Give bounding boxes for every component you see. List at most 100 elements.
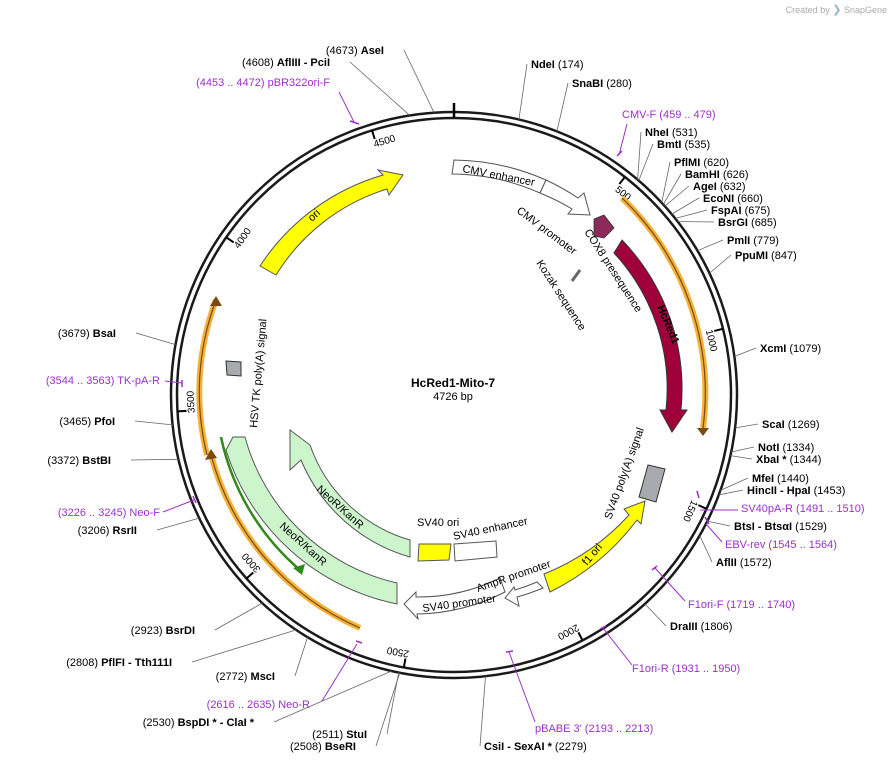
site-name: SnaBI [572, 78, 603, 90]
site-name: BspDI * [178, 717, 218, 729]
site-label: (2530) BspDI * - ClaI * [143, 717, 255, 729]
site-name: AgeI [693, 181, 717, 193]
tick-label: 4000 [232, 226, 254, 251]
orf-orange-arc-right-head [697, 428, 709, 436]
site-position: (4608) [242, 57, 274, 69]
cox8-presequence-box [593, 214, 615, 239]
primer-range: (1545 .. 1564) [765, 539, 837, 551]
site-position: (3372) [47, 455, 79, 467]
site-position: (620) [700, 157, 729, 169]
primer-leader-f1ori-f [654, 567, 686, 602]
tick-mark [371, 130, 376, 140]
site-leader-line [671, 197, 700, 215]
primer-label: F1ori-R (1931 .. 1950) [632, 663, 740, 675]
site-name: * [779, 454, 787, 466]
site-label: PmlI (779) [727, 235, 779, 247]
site-label: XcmI (1079) [760, 343, 821, 355]
site-position: (675) [742, 205, 771, 217]
tick-mark [713, 327, 724, 332]
tick-label: 3500 [185, 390, 197, 413]
orf-orange-arc-right-line [621, 197, 706, 429]
primer-label: (3226 .. 3245) Neo-F [58, 507, 160, 519]
primer-name: F1ori-R [632, 663, 669, 675]
sv40-enhancer-box [453, 540, 498, 562]
cmv-promoter-arrow [539, 179, 591, 216]
site-leader-line [664, 185, 690, 207]
site-name: MfeI [752, 473, 774, 485]
site-position: (1334) [779, 442, 814, 454]
primer-label: F1ori-F (1719 .. 1740) [688, 599, 795, 611]
primer-label: CMV-F (459 .. 479) [622, 109, 716, 121]
site-name: CsiI [484, 741, 504, 753]
plasmid-length: 4726 bp [433, 391, 473, 403]
tick-mark [618, 176, 626, 185]
site-label: NdeI (174) [531, 59, 584, 71]
primer-range: (3544 .. 3563) [46, 375, 115, 387]
primer-name: TK-pA-R [114, 375, 160, 387]
site-name: - HpaI [777, 485, 811, 497]
site-leader-line [734, 347, 757, 357]
site-name: NheI [645, 127, 669, 139]
site-position: (2530) [143, 717, 175, 729]
site-leader-line [697, 239, 724, 252]
sv40-promoter-arrow [403, 577, 506, 621]
site-leader-line [403, 49, 435, 113]
site-position: (1269) [785, 419, 820, 431]
tick-label: 1500 [680, 498, 699, 523]
site-name: - ClaI * [217, 717, 255, 729]
site-position: (1806) [698, 621, 733, 633]
site-label: XbaI * (1344) [756, 454, 821, 466]
site-position: (1572) [737, 557, 772, 569]
site-name: NotI [758, 442, 779, 454]
tick-label: 2000 [555, 621, 580, 641]
site-label: FspAI (675) [711, 205, 770, 217]
site-position: (280) [603, 78, 632, 90]
tick-mark [225, 236, 235, 244]
site-leader-line [349, 61, 411, 116]
site-label: (2808) PflFI - Tth111I [66, 657, 172, 669]
tick-mark [177, 409, 187, 413]
primer-leader-f1ori-r [602, 627, 633, 666]
hcred1-arrow [613, 239, 688, 433]
f1-ori-arrow [543, 500, 646, 593]
site-name: PflFI [101, 657, 125, 669]
site-name: HincII [747, 485, 777, 497]
site-leader-line [707, 520, 731, 527]
hsv-tk-polya-box [225, 360, 242, 377]
site-leader-line [644, 603, 667, 627]
ampr-promoter-arrow [504, 581, 544, 607]
orf-green-arc [219, 436, 301, 571]
site-label: PflMI (620) [674, 157, 729, 169]
primer-leader-ebv-rev [705, 523, 723, 543]
primer-range: (1491 .. 1510) [793, 503, 865, 515]
primer-mark-f1ori-r [599, 625, 607, 630]
site-name: BsrDI [166, 625, 195, 637]
tick-mark [577, 631, 584, 641]
snapgene-logo-icon: ❯ [832, 4, 842, 16]
site-label: NheI (531) [645, 127, 698, 139]
site-name: BamHI [685, 169, 720, 181]
site-name: FspAI [711, 205, 742, 217]
site-name: PflMI [674, 157, 700, 169]
site-name: EcoNI [703, 193, 734, 205]
site-name: XbaI [756, 454, 779, 466]
primer-name: EBV-rev [725, 539, 766, 551]
orf-orange-arc-left-bottom-line [210, 454, 361, 629]
feature-label-hsv-tk: HSV TK poly(A) signal [248, 318, 269, 428]
sv40-ori-box [417, 543, 452, 562]
site-label: PpuMI (847) [735, 250, 797, 262]
site-position: (1344) [787, 454, 822, 466]
site-name: ScaI [762, 419, 785, 431]
site-leader-line [556, 82, 569, 132]
site-leader-line [386, 672, 400, 735]
site-leader-line [273, 670, 392, 723]
primer-label: SV40pA-R (1491 .. 1510) [741, 503, 865, 515]
site-label: BtsI - BtsαI (1529) [734, 521, 827, 533]
primer-name: Neo-F [126, 507, 160, 519]
tick-mark [697, 504, 707, 510]
primer-mark-neo-f [192, 495, 197, 504]
site-name: PmlI [727, 235, 750, 247]
site-label: (3372) BstBI [47, 455, 111, 467]
site-position: (3679) [58, 328, 90, 340]
